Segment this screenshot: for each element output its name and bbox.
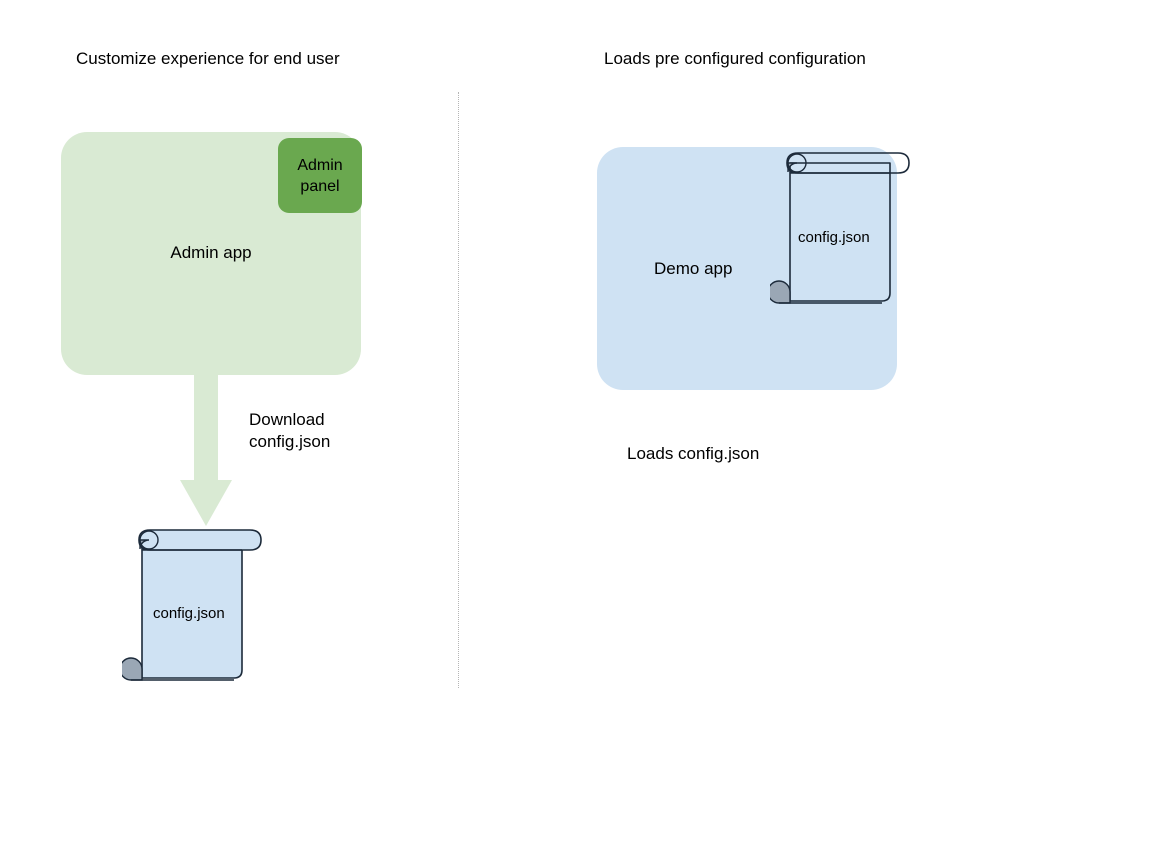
download-arrow-label-line2: config.json [249, 432, 331, 451]
loads-config-caption: Loads config.json [627, 444, 760, 463]
config-json-label-left: config.json [153, 605, 225, 622]
down-arrow-icon [180, 370, 232, 528]
vertical-dotted-divider-icon [458, 92, 459, 688]
config-json-document-left [119, 528, 264, 690]
demo-app-box: Demo app [597, 147, 897, 390]
download-arrow-label-line1: Download [249, 410, 325, 429]
download-arrow-label: Download config.json [249, 409, 330, 453]
left-section-heading: Customize experience for end user [76, 49, 340, 68]
config-json-document-right [767, 151, 912, 313]
admin-panel-badge[interactable]: Admin panel [278, 138, 362, 213]
admin-app-label: Admin app [170, 243, 252, 262]
admin-panel-label: Admin panel [297, 156, 343, 195]
config-json-label-right: config.json [798, 229, 870, 246]
right-section-heading: Loads pre configured configuration [604, 49, 866, 68]
demo-app-label: Demo app [654, 259, 733, 278]
